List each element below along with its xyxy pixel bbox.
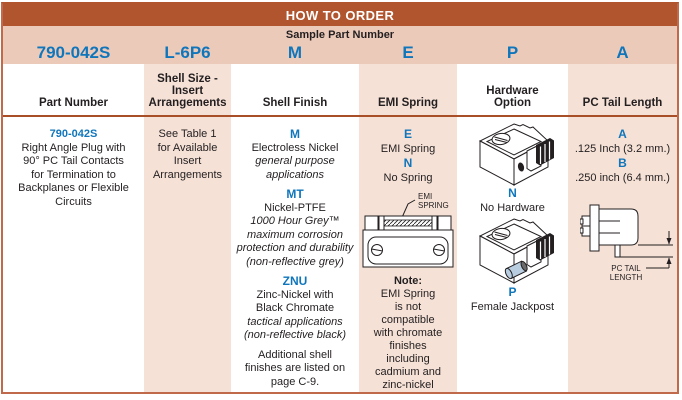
emi-spring-callout-label: EMI [418,192,432,201]
emi-spring-cell: E EMI Spring N No Spring EMI SPRING [359,117,457,392]
code-hardware: P [506,43,519,62]
text-headers-shell-size-lines-1: Insert [171,85,204,97]
shell-size-cell: See Table 1 for Available Insert Arrange… [144,117,231,392]
hardware-option-p-code: P [508,285,517,299]
code-emi-spring: E [402,43,414,62]
text-shell-size-col-lines-0: See Table 1 [158,128,217,140]
text-shell-finish-col-options-1-italic-lines-3: (non-reflective grey) [246,255,344,268]
header-hardware-option: Hardware Option [457,64,568,115]
pc-tail-option-b-label: .250 inch (6.4 mm.) [575,171,670,184]
pc-tail-length-cell: A .125 Inch (3.2 mm.) B .250 inch (6.4 m… [568,117,677,392]
table-title: HOW TO ORDER [3,4,677,26]
note-title: Note: [393,275,423,287]
text-shell-finish-col-footer-lines-2: page C-9. [270,375,320,388]
text-shell-finish-col-options-1-italic-lines-1: maximum corrosion [247,228,343,241]
hardware-option-cell: N No Hardware [457,117,568,392]
connector-block-jackpost-icon [478,218,554,284]
text-shell-size-col-lines-2: Insert [173,155,202,167]
text-shell-size-col-lines-3: Arrangements [152,168,223,181]
text-emi-spring-col-note-lines-4: finishes [389,340,427,352]
text-emi-spring-col-note-lines-5: including [386,353,430,365]
female-jackpost-drawing [470,215,556,285]
connector-block-icon [478,123,554,186]
text-shell-finish-col-options-1-name-lines-0: Nickel-PTFE [264,201,326,214]
finish-code-m: M [290,127,300,141]
hardware-option-n-label: No Hardware [480,201,545,214]
hardware-option-n-code: N [508,186,517,200]
table-body-row: 790-042S Right Angle Plug with 90° PC Ta… [3,117,677,392]
finish-option-mt: MT Nickel-PTFE 1000 Hour Grey™ maximum c… [231,187,359,269]
no-hardware-drawing [470,122,556,186]
finish-footer: Additional shell finishes are listed on … [231,349,359,390]
text-part-number-col-desc-lines-1: 90° PC Tail Contacts [23,155,124,167]
finish-option-m: M Electroless Nickel general purpose app… [231,127,359,182]
code-shell-size: L-6P6 [164,43,211,62]
text-headers-shell-size-lines-2: Arrangements [148,97,227,109]
text-emi-spring-col-note-lines-1: is not [394,301,422,313]
text-shell-finish-col-options-2-name-lines-0: Zinc-Nickel with [256,288,334,301]
emi-spring-connector-icon: EMI SPRING [362,192,454,268]
header-shell-size: Shell Size - Insert Arrangements [144,64,231,115]
text-part-number-col-desc-lines-2: for Termination to [31,168,116,181]
pc-tail-length-drawing: PC TAIL LENGTH [580,200,680,282]
pc-tail-length-callout-label: PC TAIL [611,264,641,273]
text-shell-finish-col-options-1-italic-lines-0: 1000 Hour Grey™ [250,215,340,227]
text-part-number-col-desc-lines-3: Backplanes or Flexible [18,182,129,194]
sample-part-number-row: 790-042S L-6P6 M E P A [3,44,677,64]
pc-tail-option-b-code: B [618,156,627,170]
emi-option-n-code: N [403,156,413,170]
text-headers-part-number: Part Number [38,97,109,109]
text-headers-shell-size-lines-0: Shell Size - [157,73,218,85]
header-shell-finish: Shell Finish [231,64,359,115]
sample-part-number-label: Sample Part Number [3,26,677,44]
text-shell-finish-col-options-2-name-lines-1: Black Chromate [255,302,335,314]
hardware-option-p-label: Female Jackpost [470,300,555,313]
text-headers-shell-finish: Shell Finish [262,97,328,109]
text-shell-finish-col-options-0-name-lines-0: Electroless Nickel [251,141,339,154]
text-headers-hardware-lines-1: Option [493,97,532,109]
text-emi-spring-col-note-lines-7: zinc-nickel [382,379,434,391]
code-pc-tail: A [616,43,629,62]
pc-tail-option-a-code: A [618,127,627,141]
text-headers-hardware-lines-0: Hardware [486,85,539,97]
text-emi-spring-col-note-lines-0: EMI Spring [380,288,436,300]
column-header-row: Part Number Shell Size - Insert Arrangem… [3,64,677,117]
header-part-number: Part Number [3,64,144,115]
finish-option-znu: ZNU Zinc-Nickel with Black Chromate tact… [231,274,359,343]
emi-spring-callout-label-line2: SPRING [418,201,449,210]
emi-option-n-label: No Spring [383,171,433,184]
pc-tail-length-callout-label-line2: LENGTH [610,273,643,282]
pc-tail-option-a-label: .125 Inch (3.2 mm.) [574,142,671,155]
part-number-cell: 790-042S Right Angle Plug with 90° PC Ta… [3,117,144,392]
text-emi-spring-col-note-lines-2: compatible [381,314,435,326]
shell-finish-cell: M Electroless Nickel general purpose app… [231,117,359,392]
text-emi-spring-col-note-lines-3: with chromate [373,327,443,339]
text-headers-pc-tail: PC Tail Length [582,97,663,109]
text-emi-spring-col-note-lines-6: cadmium and [374,366,442,378]
text-shell-finish-col-options-0-italic-lines-1: applications [265,168,325,181]
text-shell-finish-col-options-1-italic-lines-2: protection and durability [236,242,354,254]
code-shell-finish: M [287,43,303,62]
emi-option-e-code: E [403,127,412,141]
finish-code-mt: MT [286,187,304,201]
text-shell-finish-col-options-2-italic-lines-1: (non-reflective black) [243,329,347,341]
header-pc-tail-length: PC Tail Length [568,64,677,115]
emi-spring-note: Note: EMI Spring is not compatible with … [359,275,457,392]
text-shell-finish-col-footer-lines-1: finishes are listed on [244,362,346,374]
text-part-number-col-desc-lines-0: Right Angle Plug with [21,141,126,154]
how-to-order-table: HOW TO ORDER Sample Part Number 790-042S… [1,2,679,394]
text-shell-size-col-lines-1: for Available [157,141,218,154]
header-emi-spring: EMI Spring [359,64,457,115]
emi-option-e-label: EMI Spring [380,142,436,155]
code-part-number: 790-042S [36,43,111,62]
emi-spring-drawing: EMI SPRING [362,192,454,268]
right-angle-connector-icon: PC TAIL LENGTH [580,204,673,282]
text-shell-finish-col-options-0-italic-lines-0: general purpose [255,155,335,167]
text-shell-finish-col-footer-lines-0: Additional shell [258,348,332,361]
text-part-number-col-desc-lines-4: Circuits [55,195,92,208]
text-headers-emi-spring: EMI Spring [377,97,439,109]
text-shell-finish-col-options-2-italic-lines-0: tactical applications [247,315,343,328]
finish-code-znu: ZNU [282,274,308,288]
part-number-code: 790-042S [49,128,98,140]
